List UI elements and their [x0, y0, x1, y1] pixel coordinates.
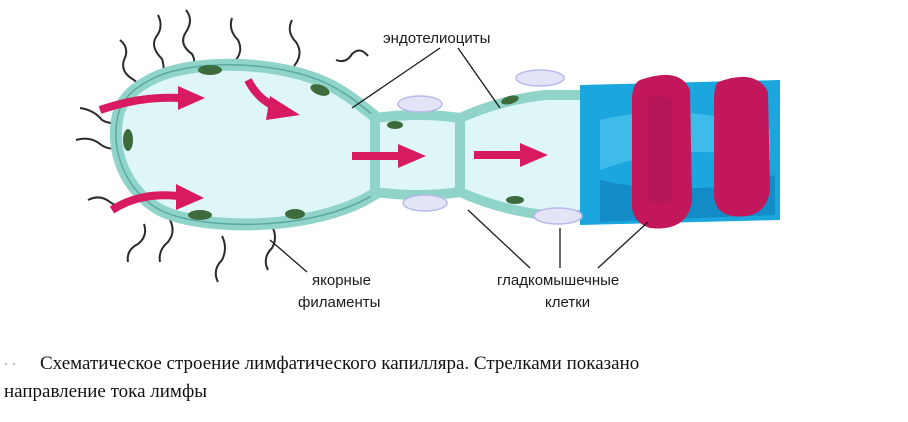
caption-line-2: направление тока лимфы	[4, 381, 208, 402]
figure-number-mark: . .	[4, 352, 16, 369]
anchor-filament	[229, 17, 242, 63]
flow-arrow	[352, 144, 426, 168]
valve-ring	[533, 207, 583, 225]
leader-line	[467, 209, 531, 269]
valve-ring	[402, 194, 448, 212]
label-smooth-muscle-line2: клетки	[545, 294, 590, 311]
nucleus	[310, 84, 330, 96]
label-smooth-muscle-line1: гладкомышечные	[497, 272, 619, 289]
anchor-filament	[288, 19, 301, 67]
label-anchor-filaments-line1: якорные	[312, 272, 371, 289]
nucleus	[501, 95, 519, 105]
valve-ring	[397, 95, 443, 113]
valve-ring	[515, 69, 565, 87]
label-endothelial-cells: эндотелиоциты	[383, 30, 490, 47]
figure-caption: Схематическое строение лимфатического ка…	[4, 350, 904, 406]
flow-arrow	[474, 143, 548, 167]
nucleus	[123, 129, 133, 151]
anchor-filaments	[75, 9, 369, 283]
nucleus	[387, 121, 403, 129]
muscle-band-highlight	[648, 95, 672, 203]
nucleus	[506, 196, 524, 204]
leader-lines	[269, 47, 649, 273]
capillary-bulb	[109, 58, 386, 231]
caption-line-1: Схематическое строение лимфатического ка…	[40, 353, 640, 374]
leader-line	[269, 239, 308, 273]
flow-arrow	[109, 184, 204, 214]
anchor-filament	[126, 223, 147, 263]
muscle-band	[713, 76, 770, 217]
endothelial-nuclei	[123, 65, 524, 220]
anchor-filament	[214, 235, 226, 283]
label-anchor-filaments-line2: филаменты	[298, 294, 380, 311]
leader-line	[597, 221, 649, 269]
anchor-filament	[158, 219, 174, 263]
flow-arrow	[244, 78, 300, 120]
anchor-filament	[264, 225, 276, 271]
leader-line	[457, 47, 501, 109]
nucleus	[198, 65, 222, 75]
capillary-bulb-inner-edge	[115, 64, 381, 226]
leader-line	[351, 47, 441, 109]
nucleus	[285, 209, 305, 219]
nucleus	[188, 210, 212, 220]
valve-rings	[397, 69, 583, 225]
flow-arrows	[98, 78, 548, 214]
anchor-filament	[335, 49, 369, 63]
lymphatic-capillary-diagram: эндотелиоциты якорные филаменты гладкомы…	[75, 9, 780, 311]
flow-arrow	[98, 86, 205, 114]
